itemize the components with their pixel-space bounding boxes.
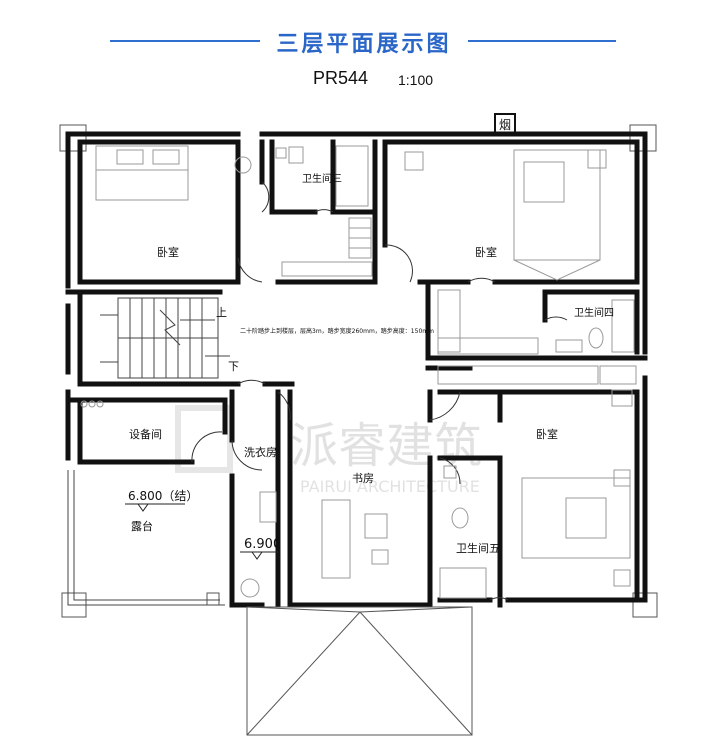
plan-scale: 1:100 [398,72,434,88]
stair-down-label: 下 [228,360,239,373]
corner-columns [59,124,658,618]
stair-note: 二十阶踏步上到楼层，层高3m，踏步宽度260mm，踏步高度：150mm [240,327,434,335]
terrace-outline [67,470,225,606]
chimney: 烟 [494,113,516,135]
watermark-en: PAIRUI ARCHITECTURE [300,477,480,496]
staircase [100,297,230,379]
terrace-elevation: 6.800（结） [128,489,198,503]
furniture [80,145,637,599]
title-rule-left [110,40,260,42]
door-swings [191,181,568,601]
lower-roof [246,606,473,736]
watermark: 派睿建筑 PAIRUI ARCHITECTURE [175,405,482,496]
room-bedroom-se: 卧室 [536,427,558,441]
bed-ne [513,149,601,261]
room-equipment: 设备间 [129,427,162,441]
elevation-markers [125,503,278,560]
room-laundry: 洗衣房 [244,445,277,459]
stair-up-label: 上 [216,306,227,319]
room-bath5: 卫生间五 [456,541,500,555]
bed-se [521,477,631,559]
watermark-cn: 派睿建筑 [290,418,482,474]
walls [65,131,648,608]
laundry-elevation: 6.900 [244,537,281,552]
room-bedroom-nw: 卧室 [157,245,179,259]
room-bath4: 卫生间四 [574,306,614,319]
page-title: 三层平面展示图 [276,32,452,57]
room-bath3: 卫生间三 [302,172,342,185]
room-study: 书房 [352,472,374,485]
title-rule-right [468,40,616,42]
room-bedroom-ne: 卧室 [475,245,497,259]
chimney-label: 烟 [499,118,511,132]
plan-code: PR544 [313,68,369,88]
title-row: 三层平面展示图 [0,24,710,58]
room-terrace: 露台 [131,519,153,533]
bed-nw [95,145,189,201]
